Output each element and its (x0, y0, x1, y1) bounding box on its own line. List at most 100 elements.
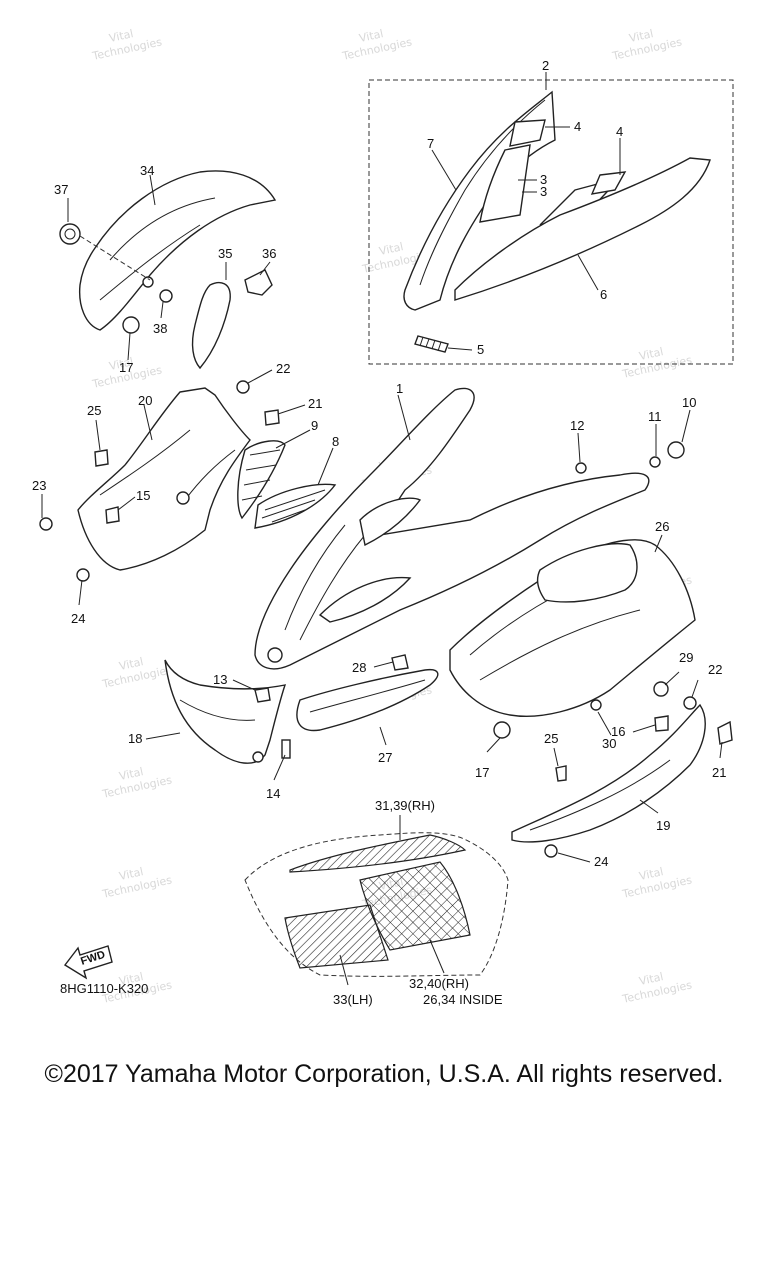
grille-8[interactable] (254, 483, 337, 529)
clip-28[interactable] (391, 654, 409, 671)
label-25: 25 (87, 403, 101, 418)
label-8: 8 (332, 434, 339, 449)
upper-decal-3-left[interactable] (479, 144, 531, 223)
watermark-text: Vital (118, 865, 145, 883)
watermark-text: Vital (358, 27, 385, 45)
label-12: 12 (570, 418, 584, 433)
label-14: 14 (266, 786, 280, 801)
label-25: 25 (544, 731, 558, 746)
label-35: 35 (218, 246, 232, 261)
clip-13[interactable] (254, 687, 271, 703)
plug-29[interactable] (653, 681, 669, 697)
diagram-ref-code: 8HG1110-K320 (60, 981, 148, 996)
bracket-35[interactable] (191, 282, 231, 370)
label-inside-note: 26,34 INSIDE (423, 992, 503, 1007)
clip-36[interactable] (244, 269, 273, 296)
bolt-22-right[interactable] (683, 696, 697, 710)
grille-9-mesh (241, 449, 281, 501)
label-3: 3 (540, 172, 547, 187)
bracket-21-right[interactable] (717, 720, 733, 745)
bolt-axis-line (79, 235, 151, 281)
upper-decal-4-left[interactable] (509, 119, 546, 147)
watermark-text: Vital (638, 970, 665, 988)
label-19: 19 (656, 818, 670, 833)
washer-11[interactable] (649, 456, 661, 468)
washer-30[interactable] (590, 699, 602, 711)
bolt-hole (142, 276, 154, 288)
watermark-text: Vital (118, 970, 145, 988)
clip-25-left[interactable] (94, 449, 109, 467)
lower-cover-18[interactable] (164, 659, 287, 764)
screw-14[interactable] (281, 739, 291, 759)
side-decal-6[interactable] (454, 157, 711, 301)
label-2: 2 (542, 58, 549, 73)
label-24: 24 (71, 611, 85, 626)
mat-32-40[interactable] (359, 861, 471, 951)
grommet-17-bottom[interactable] (493, 721, 511, 739)
decal-set-boundary (368, 79, 734, 365)
label-27: 27 (378, 750, 392, 765)
label-17: 17 (119, 360, 133, 375)
left-fasteners-group (39, 380, 280, 582)
watermark-text: Vital (118, 655, 145, 673)
lower-panel-27[interactable] (296, 668, 439, 732)
label-13: 13 (213, 672, 227, 687)
label-22: 22 (708, 662, 722, 677)
label-31-39: 31,39(RH) (375, 798, 435, 813)
bolt-10[interactable] (667, 441, 685, 459)
upper-decal-4-right[interactable] (590, 171, 627, 195)
grommet-17-top[interactable] (122, 316, 140, 334)
watermark-text: Vital (638, 865, 665, 883)
label-20: 20 (138, 393, 152, 408)
label-3: 3 (540, 184, 547, 199)
bolt-22-left[interactable] (236, 380, 250, 394)
lower-right-cover-group (511, 696, 733, 858)
label-32-40: 32,40(RH) (409, 976, 469, 991)
watermark-text: Vital (628, 27, 655, 45)
mat-31-39[interactable] (289, 834, 467, 873)
watermark-text: Vital (108, 27, 135, 45)
hood-1-badge-hole (267, 647, 283, 663)
lower-cover-18-hole (252, 751, 264, 763)
clip-15[interactable] (105, 506, 120, 524)
mat-outline (244, 832, 509, 977)
watermark-text: Vital (378, 240, 405, 258)
screw-23[interactable] (39, 517, 53, 531)
washer-38[interactable] (159, 289, 173, 303)
handle-cover-34[interactable] (78, 170, 277, 331)
label-9: 9 (311, 418, 318, 433)
mat-33[interactable] (284, 904, 389, 969)
watermark-text: Vital (118, 765, 145, 783)
screw-24-right[interactable] (544, 844, 558, 858)
clip-25-right[interactable] (555, 765, 567, 782)
clip-16[interactable] (654, 715, 669, 732)
emblem-5[interactable] (414, 335, 449, 353)
screw-24-left[interactable] (76, 568, 90, 582)
fastener-hole (176, 491, 190, 505)
label-16: 16 (611, 724, 625, 739)
label-15: 15 (136, 488, 150, 503)
label-21: 21 (712, 765, 726, 780)
label-4: 4 (574, 119, 581, 134)
washer-12[interactable] (575, 462, 587, 474)
lower-cover-19[interactable] (511, 703, 706, 843)
fwd-arrow: FWD (63, 945, 113, 980)
label-22: 22 (276, 361, 290, 376)
label-36: 36 (262, 246, 276, 261)
bracket-21-left[interactable] (264, 409, 280, 426)
hood-1-vent (318, 576, 412, 623)
lower-cover-18-ridge (179, 699, 256, 721)
bolt-37[interactable] (59, 223, 81, 245)
label-6: 6 (600, 287, 607, 302)
label-10: 10 (682, 395, 696, 410)
leader-lines (41, 72, 723, 986)
label-23: 23 (32, 478, 46, 493)
side-cover-20[interactable] (77, 387, 251, 571)
decal-set-group (368, 79, 734, 365)
front-decal-inner-line (419, 99, 546, 286)
side-cover-20-ridge (99, 429, 236, 501)
label-5: 5 (477, 342, 484, 357)
label-18: 18 (128, 731, 142, 746)
lower-panel-27-ridge (309, 679, 426, 713)
copyright-notice: ©2017 Yamaha Motor Corporation, U.S.A. A… (44, 1060, 724, 1088)
